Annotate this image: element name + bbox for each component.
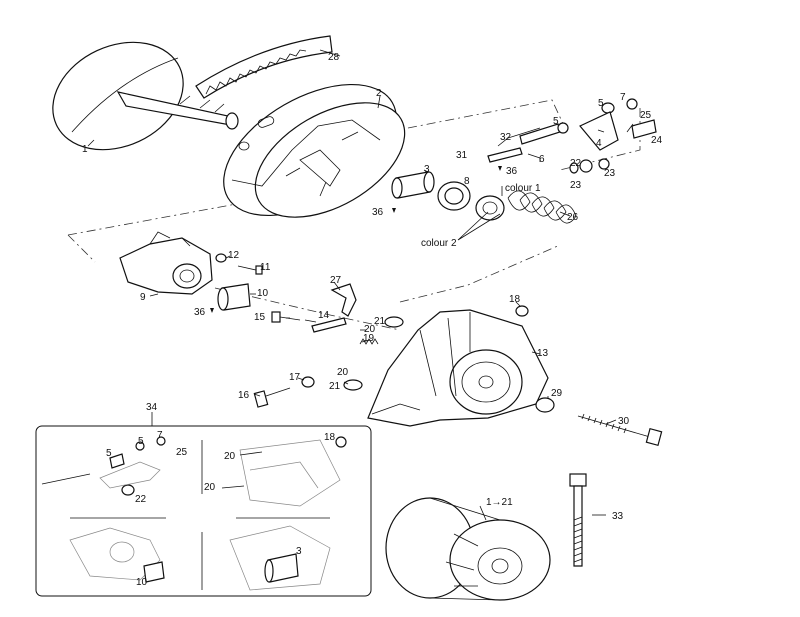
callout-29: 29 [551, 388, 563, 399]
callout-22-inset: 22 [135, 494, 147, 505]
callout-3: 3 [424, 164, 430, 175]
callout-27: 27 [330, 275, 342, 286]
bolt-30-part [577, 413, 663, 447]
governor-cup-part [119, 231, 213, 295]
pin-14-part [311, 317, 347, 333]
callout-18: 18 [509, 294, 521, 305]
nut-36-markers [210, 166, 502, 313]
callout-18-inset: 18 [324, 432, 336, 443]
drive-belt-part [195, 35, 333, 99]
callout-25: 25 [640, 110, 652, 121]
callout-1: 1 [82, 144, 88, 155]
callout-5-d: 5 [138, 436, 144, 447]
colour-2-label: colour 2 [421, 238, 457, 249]
spring-seat-part [475, 195, 505, 221]
bolt-16-part [253, 387, 291, 408]
callout-7-inset: 7 [157, 430, 163, 441]
callout-1-to-21: 1→21 [486, 497, 513, 508]
lever-27-part [330, 283, 357, 317]
callout-34: 34 [146, 402, 158, 413]
callout-6: 6 [539, 154, 545, 165]
callout-labels: 1 2 3 3 4 5 5 5 5 6 7 7 8 9 10 10 11 12 … [82, 52, 663, 588]
callout-30: 30 [618, 416, 630, 427]
callout-2: 2 [376, 88, 382, 99]
callout-33: 33 [612, 511, 624, 522]
callout-19: 19 [363, 333, 375, 344]
screw-11-part [237, 265, 263, 275]
callout-26: 26 [567, 212, 579, 223]
callout-8: 8 [464, 176, 470, 187]
callout-3-inset: 3 [296, 546, 302, 557]
screw-15-part [271, 311, 301, 323]
callout-31: 31 [456, 150, 468, 161]
callout-21-b: 21 [329, 381, 341, 392]
callout-10: 10 [257, 288, 269, 299]
washer-12-part [215, 253, 227, 263]
callout-7: 7 [620, 92, 626, 103]
callout-24: 24 [651, 135, 663, 146]
callout-21-a: 21 [374, 316, 386, 327]
callout-15: 15 [254, 312, 266, 323]
callout-36-b: 36 [506, 166, 518, 177]
bushing-10-part [217, 283, 251, 311]
washer-8-part [437, 181, 471, 211]
callout-10-inset: 10 [136, 577, 148, 588]
spring-19-part [359, 338, 379, 345]
callout-17: 17 [289, 372, 301, 383]
callout-5-a: 5 [598, 98, 604, 109]
callout-20-c: 20 [224, 451, 236, 462]
callout-28: 28 [328, 52, 340, 63]
callout-32: 32 [500, 132, 512, 143]
washer-29-part [535, 397, 555, 413]
callout-22: 22 [570, 158, 582, 169]
leader-lines [87, 49, 617, 521]
bushing-part [391, 171, 435, 199]
spring-26-part [507, 190, 577, 224]
fixed-sheave-part [52, 41, 239, 151]
callout-11: 11 [260, 262, 271, 273]
bushing-21-part [343, 316, 404, 391]
callout-20-a: 20 [364, 324, 376, 335]
callout-14: 14 [318, 310, 330, 321]
callout-36-a: 36 [372, 207, 384, 218]
bolt-33-part [569, 473, 587, 567]
washer-17-part [301, 376, 315, 388]
callout-20-d: 20 [204, 482, 216, 493]
roller-arm-assembly [487, 98, 657, 174]
colour-1-label: colour 1 [505, 183, 541, 194]
callout-36-c: 36 [194, 307, 206, 318]
complete-drive-pulley [385, 497, 551, 601]
callout-16: 16 [238, 390, 250, 401]
callout-13: 13 [537, 348, 549, 359]
spider-housing-part [367, 305, 549, 427]
callout-23-a: 23 [570, 180, 582, 191]
detail-inset-box [35, 412, 372, 597]
callout-25-inset: 25 [176, 447, 188, 458]
callout-5-c: 5 [106, 448, 112, 459]
callout-12: 12 [228, 250, 240, 261]
callout-4: 4 [596, 138, 602, 149]
movable-sheave-part [223, 83, 406, 218]
callout-23-b: 23 [604, 168, 616, 179]
callout-5-b: 5 [553, 116, 559, 127]
callout-9: 9 [140, 292, 146, 303]
callout-20-b: 20 [337, 367, 349, 378]
